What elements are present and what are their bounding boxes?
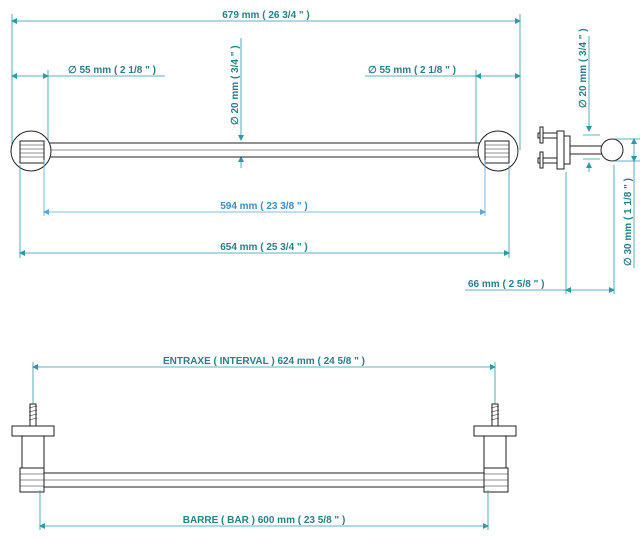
right-flange-diameter-dimension: ∅ 55 mm ( 2 1/8 " )	[365, 65, 521, 150]
top-view: 679 mm ( 26 3/4 " ) ∅ 55 mm ( 2 1/8 " ) …	[10, 10, 521, 258]
right-flange	[477, 130, 519, 172]
bar-diameter-dimension: ∅ 20 mm ( 3/4 " )	[230, 38, 244, 168]
side-bar-diameter-label: ∅ 20 mm ( 3/4 " )	[578, 28, 589, 108]
towel-bar-front	[43, 472, 485, 488]
outer-span-dimension: 654 mm ( 25 3/4 " )	[19, 165, 510, 258]
inner-length-dimension: 594 mm ( 23 3/8 " )	[43, 160, 486, 216]
side-projection-label: 66 mm ( 2 5/8 " )	[468, 279, 544, 290]
side-view: ∅ 20 mm ( 3/4 " ) ∅ 30 mm ( 1 1/8 " )	[465, 28, 640, 294]
interval-dimension: ENTRAXE ( INTERVAL ) 624 mm ( 24 5/8 " )	[32, 356, 496, 405]
right-flange-diameter-label: ∅ 55 mm ( 2 1/8 " )	[368, 65, 456, 76]
bar-length-dimension: BARRE ( BAR ) 600 mm ( 23 5/8 " )	[39, 490, 489, 530]
outer-span-label: 654 mm ( 25 3/4 " )	[220, 242, 308, 253]
left-flange-diameter-label: ∅ 55 mm ( 2 1/8 " )	[68, 65, 156, 76]
bar-length-label: BARRE ( BAR ) 600 mm ( 23 5/8 " )	[183, 515, 346, 526]
left-flange	[10, 130, 52, 172]
side-projection-dimension: 66 mm ( 2 5/8 " )	[465, 165, 615, 294]
side-bracket	[537, 126, 624, 170]
overall-length-label: 679 mm ( 26 3/4 " )	[222, 10, 310, 21]
overall-length-dimension: 679 mm ( 26 3/4 " )	[11, 10, 521, 150]
interval-label: ENTRAXE ( INTERVAL ) 624 mm ( 24 5/8 " )	[163, 356, 365, 367]
towel-bar-top	[43, 142, 486, 158]
inner-length-label: 594 mm ( 23 3/8 " )	[220, 201, 308, 212]
side-bar-diameter-dimension: ∅ 20 mm ( 3/4 " )	[578, 28, 600, 172]
bar-diameter-label: ∅ 20 mm ( 3/4 " )	[230, 45, 241, 125]
left-post	[11, 403, 55, 493]
front-view: ENTRAXE ( INTERVAL ) 624 mm ( 24 5/8 " )	[11, 356, 517, 530]
side-outer-diameter-dimension: ∅ 30 mm ( 1 1/8 " )	[614, 138, 640, 268]
left-flange-diameter-dimension: ∅ 55 mm ( 2 1/8 " )	[11, 65, 165, 150]
side-outer-diameter-label: ∅ 30 mm ( 1 1/8 " )	[623, 178, 634, 266]
right-post	[473, 403, 517, 493]
